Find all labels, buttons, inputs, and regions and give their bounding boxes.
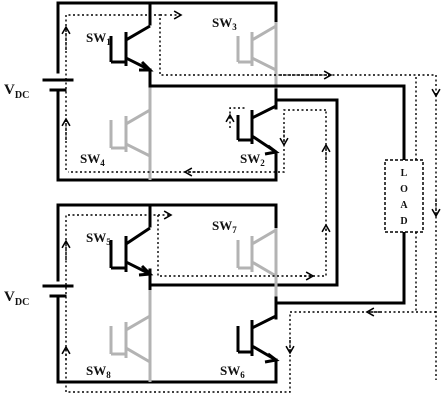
load-letter-a: A (400, 200, 408, 211)
label-sw4: SW4 (80, 151, 105, 168)
upper-bridge (56, 1, 406, 287)
switch-sw5-icon (109, 226, 154, 277)
switch-sw3-icon (236, 24, 277, 72)
label-sw3: SW3 (212, 15, 237, 32)
label-sw1: SW1 (86, 30, 111, 47)
label-sw7: SW7 (212, 218, 237, 235)
label-sw6: SW6 (220, 363, 245, 380)
load-letter-o: O (400, 184, 408, 195)
switch-sw1-icon (109, 24, 154, 72)
load: L O A D (384, 159, 424, 233)
label-sw8: SW8 (86, 363, 111, 380)
switch-sw6-icon (236, 314, 280, 364)
load-letter-l: L (401, 168, 408, 179)
switch-sw8-icon (109, 314, 151, 364)
label-sw2: SW2 (240, 151, 265, 168)
label-sw5: SW5 (86, 230, 111, 247)
switch-sw4-icon (109, 108, 151, 158)
dc-source-upper: VDC (4, 78, 74, 117)
vdc-label-lower: VDC (4, 289, 29, 308)
dc-source-lower: VDC (4, 284, 74, 317)
current-paths (61, 10, 441, 393)
vdc-label-upper: VDC (4, 82, 29, 101)
switch-sw2-icon (236, 104, 280, 156)
load-letter-d: D (400, 216, 407, 227)
switch-sw7-icon (236, 228, 277, 278)
lower-bridge (56, 203, 406, 384)
